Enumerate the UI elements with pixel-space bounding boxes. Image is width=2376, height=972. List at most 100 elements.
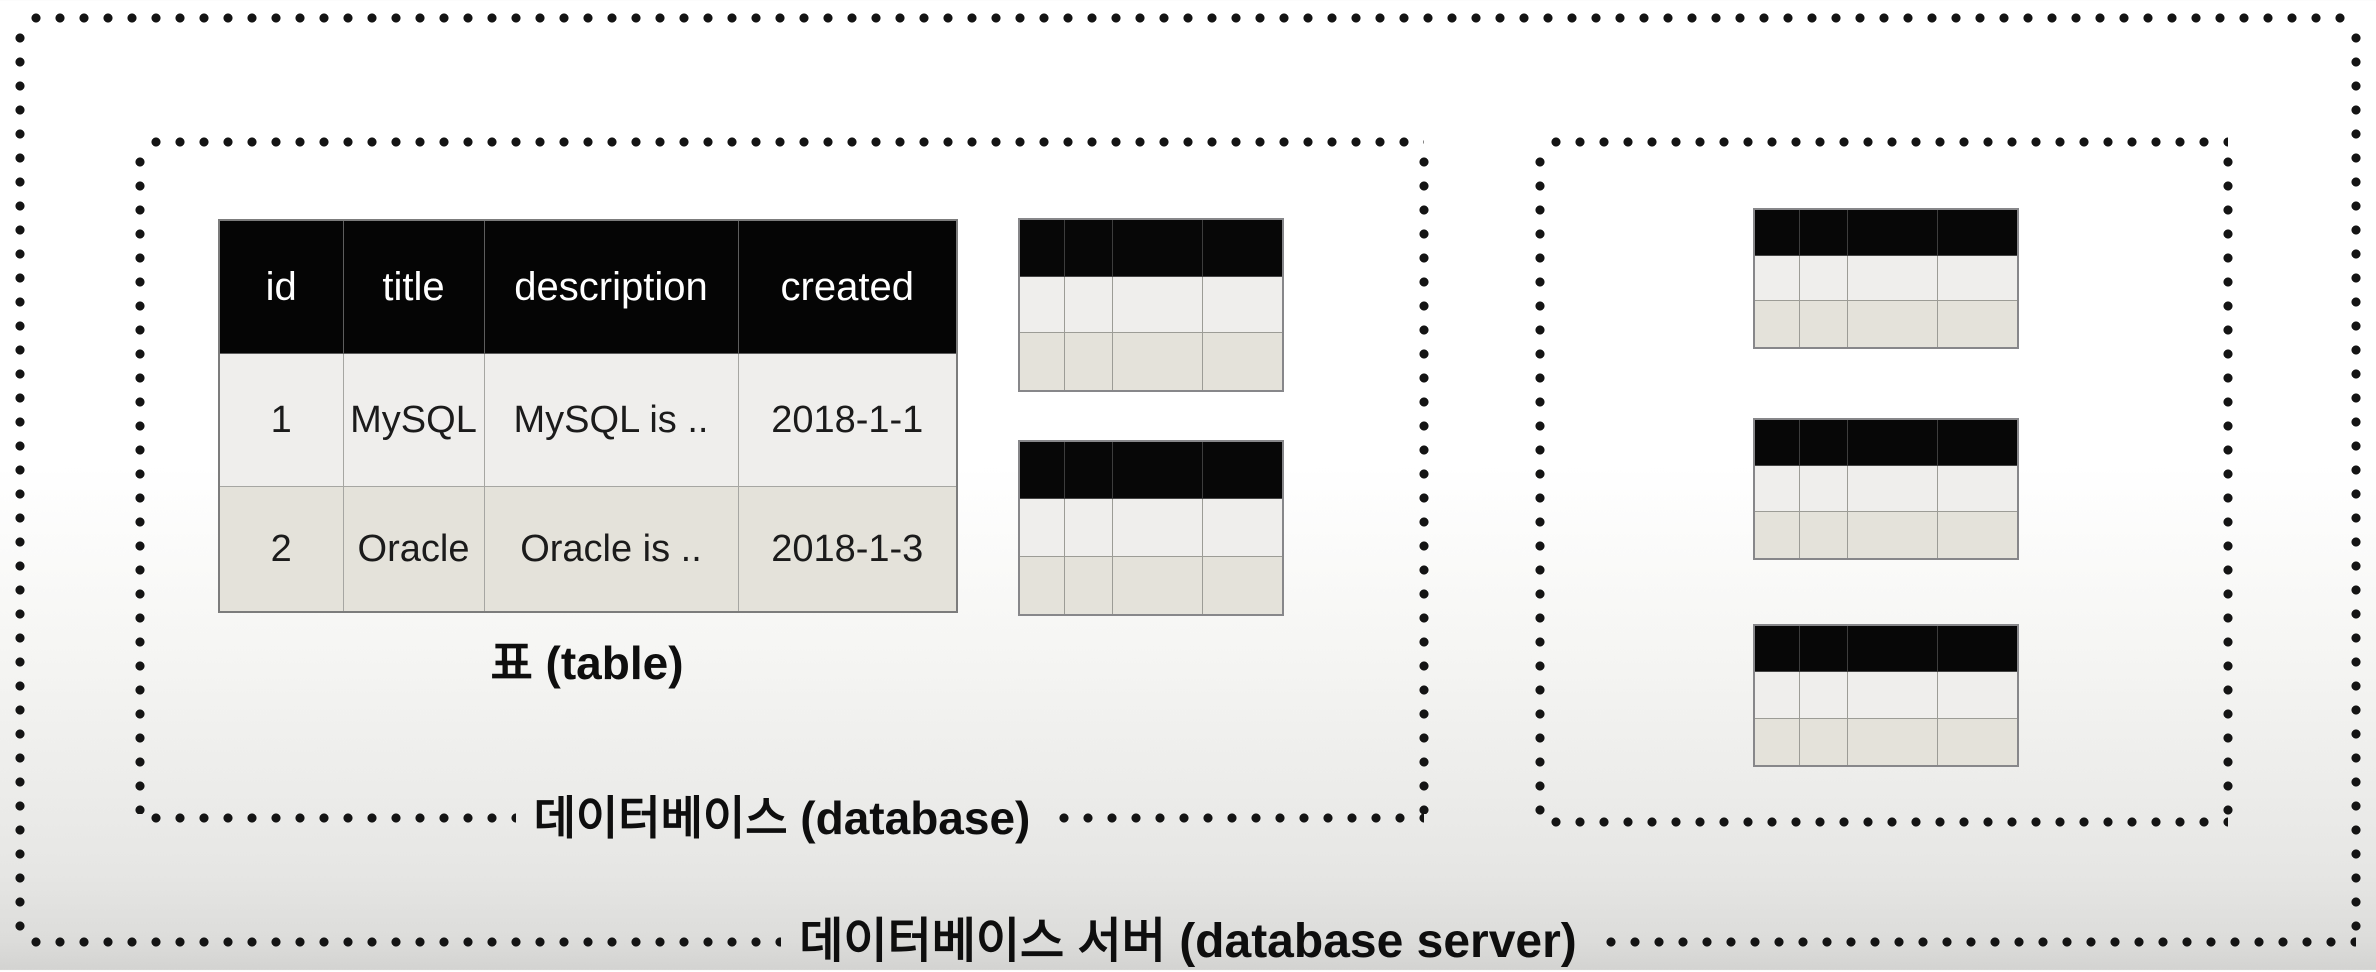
- dotted-border-bottom: [1540, 816, 2228, 828]
- table-icon-cell: [1020, 333, 1065, 390]
- table-icon-cell: [1848, 512, 1939, 558]
- table-icon-cell: [1848, 301, 1939, 347]
- database-server-boundary: 데이터베이스 서버 (database server): [14, 12, 2362, 966]
- cell-description: MySQL is ..: [483, 353, 739, 487]
- table-icon-cell: [1938, 718, 2017, 765]
- table-icon-header-cell: [1755, 626, 1800, 673]
- table-row: 1 MySQL MySQL is .. 2018-1-1: [218, 353, 958, 487]
- table-icon: [1753, 418, 2019, 560]
- table-icon: [1018, 440, 1284, 616]
- column-header-id: id: [218, 219, 344, 354]
- dotted-border-top: [20, 12, 2356, 24]
- table-icon-cell: [1113, 556, 1204, 614]
- table-icon-cell: [1755, 512, 1800, 558]
- table-icon-header-cell: [1799, 420, 1848, 466]
- table-icon-cell: [1203, 333, 1282, 390]
- dotted-border-left: [1534, 146, 1546, 818]
- dotted-border-right: [2222, 146, 2234, 818]
- table-icon-header-cell: [1848, 210, 1939, 256]
- table-icon-header-cell: [1020, 220, 1065, 277]
- dotted-segment: [140, 812, 516, 824]
- dotted-border-bottom: 데이터베이스 (database): [140, 788, 1424, 848]
- dotted-segment: [20, 936, 782, 948]
- table-icon-cell: [1064, 499, 1113, 557]
- table-icon-cell: [1799, 466, 1848, 512]
- table-icon-cell: [1755, 301, 1800, 347]
- table-icon-header-cell: [1020, 442, 1065, 500]
- cell-title: Oracle: [342, 486, 485, 613]
- table-icon-cell: [1799, 301, 1848, 347]
- dotted-border-right: [2350, 22, 2362, 938]
- database-boundary-right: [1534, 136, 2234, 828]
- table-icon-cell: [1020, 276, 1065, 334]
- cell-id: 1: [218, 353, 344, 487]
- dotted-border-bottom: 데이터베이스 서버 (database server): [20, 912, 2356, 972]
- table-icon: [1018, 218, 1284, 392]
- table-icon-cell: [1848, 718, 1939, 765]
- database-server-label: 데이터베이스 서버 (database server): [799, 915, 1577, 968]
- table-icon-cell: [1203, 556, 1282, 614]
- table-icon-header-cell: [1113, 220, 1204, 277]
- table-icon-cell: [1755, 718, 1800, 765]
- table-icon-header-cell: [1938, 420, 2017, 466]
- table-icon-header-cell: [1064, 442, 1113, 500]
- table-row: 2 Oracle Oracle is .. 2018-1-3: [218, 486, 958, 613]
- cell-description: Oracle is ..: [483, 486, 739, 613]
- column-header-description: description: [483, 219, 739, 354]
- table-header-row: id title description created: [218, 219, 958, 354]
- table-icon-cell: [1755, 466, 1800, 512]
- dotted-border-left: [134, 146, 146, 814]
- table-icon-cell: [1799, 718, 1848, 765]
- table-icon-cell: [1938, 672, 2017, 719]
- table-icon-cell: [1203, 499, 1282, 557]
- table-icon-cell: [1113, 333, 1204, 390]
- table-icon-header-cell: [1113, 442, 1204, 500]
- table-caption: 표 (table): [490, 637, 684, 689]
- table-icon-cell: [1113, 499, 1204, 557]
- table-icon-cell: [1938, 466, 2017, 512]
- table-icon-cell: [1064, 333, 1113, 390]
- table-icon-cell: [1938, 301, 2017, 347]
- table-icon-cell: [1064, 556, 1113, 614]
- table-icon-cell: [1020, 556, 1065, 614]
- table-icon-header-cell: [1938, 626, 2017, 673]
- table-icon-header-cell: [1064, 220, 1113, 277]
- table-icon-header-cell: [1755, 210, 1800, 256]
- table-icon-cell: [1799, 512, 1848, 558]
- table-icon-cell: [1113, 276, 1204, 334]
- table-icon-header-cell: [1203, 442, 1282, 500]
- dotted-segment: [1594, 936, 2356, 948]
- database-label: 데이터베이스 (database): [533, 792, 1031, 844]
- table-icon-header-cell: [1848, 420, 1939, 466]
- table-icon-cell: [1848, 466, 1939, 512]
- table-icon-header-cell: [1755, 420, 1800, 466]
- table-icon: [1753, 208, 2019, 349]
- cell-id: 2: [218, 486, 344, 613]
- cell-title: MySQL: [342, 353, 485, 487]
- dotted-border-top: [140, 136, 1424, 148]
- table-icon-cell: [1020, 499, 1065, 557]
- table-icon-cell: [1799, 672, 1848, 719]
- table-icon: [1753, 624, 2019, 767]
- table-icon-cell: [1064, 276, 1113, 334]
- dotted-border-left: [14, 22, 26, 938]
- table-icon-header-cell: [1938, 210, 2017, 256]
- records-table: id title description created 1 MySQL MyS…: [218, 219, 958, 613]
- table-icon-cell: [1848, 255, 1939, 302]
- table-icon-cell: [1938, 255, 2017, 302]
- table-icon-cell: [1755, 255, 1800, 302]
- dotted-segment: [1048, 812, 1424, 824]
- table-icon-header-cell: [1799, 210, 1848, 256]
- table-icon-cell: [1938, 512, 2017, 558]
- table-icon-header-cell: [1203, 220, 1282, 277]
- table-icon-header-cell: [1799, 626, 1848, 673]
- table-icon-cell: [1203, 276, 1282, 334]
- column-header-title: title: [342, 219, 485, 354]
- table-icon-cell: [1799, 255, 1848, 302]
- table-icon-cell: [1848, 672, 1939, 719]
- table-icon-header-cell: [1848, 626, 1939, 673]
- database-boundary-left: 데이터베이스 (database): [134, 136, 1430, 841]
- dotted-border-top: [1540, 136, 2228, 148]
- column-header-created: created: [737, 219, 958, 354]
- cell-created: 2018-1-1: [737, 353, 958, 487]
